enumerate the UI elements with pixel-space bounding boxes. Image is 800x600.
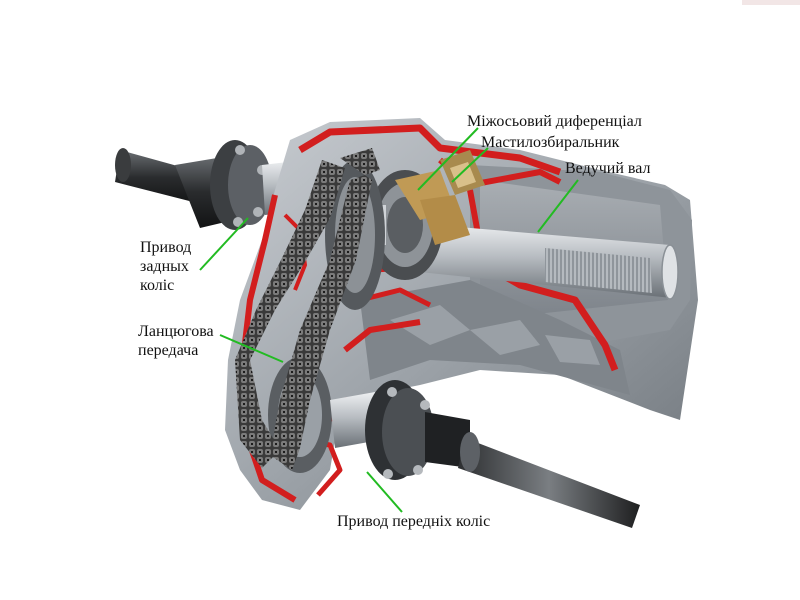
interaxle-differential xyxy=(367,170,470,280)
leader-interaxle-differential xyxy=(417,127,479,191)
leader-rear-wheel-drive xyxy=(199,217,249,271)
leader-oil-collector xyxy=(451,147,489,183)
front-propeller-shaft xyxy=(330,380,640,528)
label-drive-shaft: Ведучий вал xyxy=(565,160,651,177)
label-front-wheel-drive: Привод передніх коліс xyxy=(337,513,491,530)
label-oil-collector: Мастилозбиральник xyxy=(481,134,620,151)
leader-lines xyxy=(199,127,579,513)
rear-propeller-shaft xyxy=(115,140,310,230)
leader-front-wheel-drive xyxy=(366,471,403,513)
corner-decoration xyxy=(742,0,800,5)
input-drive-shaft xyxy=(400,222,679,300)
label-rear-wheel-drive: Привод задных коліс xyxy=(140,239,192,294)
label-chain-drive: Ланцюгова передача xyxy=(138,323,214,359)
leader-drive-shaft xyxy=(537,179,579,233)
chain-drive xyxy=(235,148,380,470)
label-interaxle-differential: Міжосьовий диференціал xyxy=(467,113,642,130)
leader-chain-drive xyxy=(219,334,284,363)
